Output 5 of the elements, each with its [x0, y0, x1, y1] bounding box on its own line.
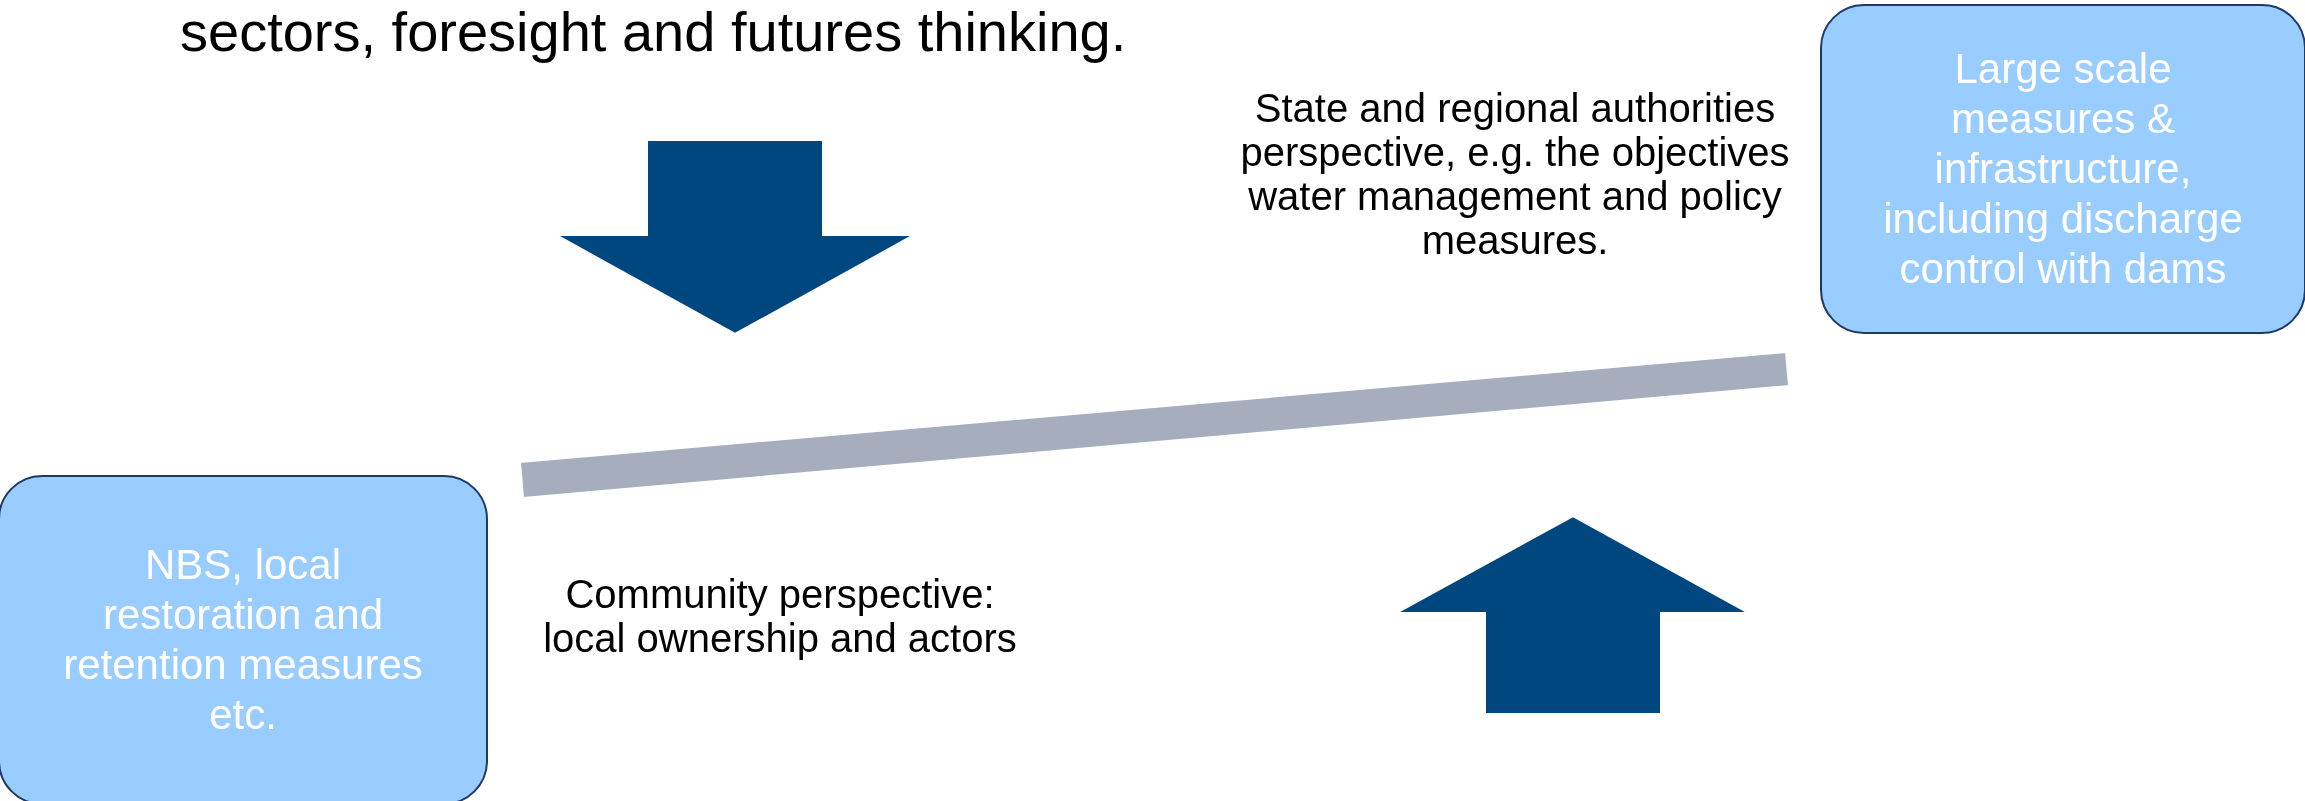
measure-box: NBS, local restoration and retention measures etc. — [0, 475, 488, 801]
note-text: State and regional authorities perspective, e.g. the objectives water management and policy measures. — [1239, 86, 1791, 262]
heading-text: sectors, foresight and futures thinking. — [180, 0, 1128, 64]
measure-box: Large scale measures & infrastructure, including discharge control with dams — [1820, 4, 2305, 334]
note-text: Community perspective: local ownership and actors — [542, 572, 1018, 660]
